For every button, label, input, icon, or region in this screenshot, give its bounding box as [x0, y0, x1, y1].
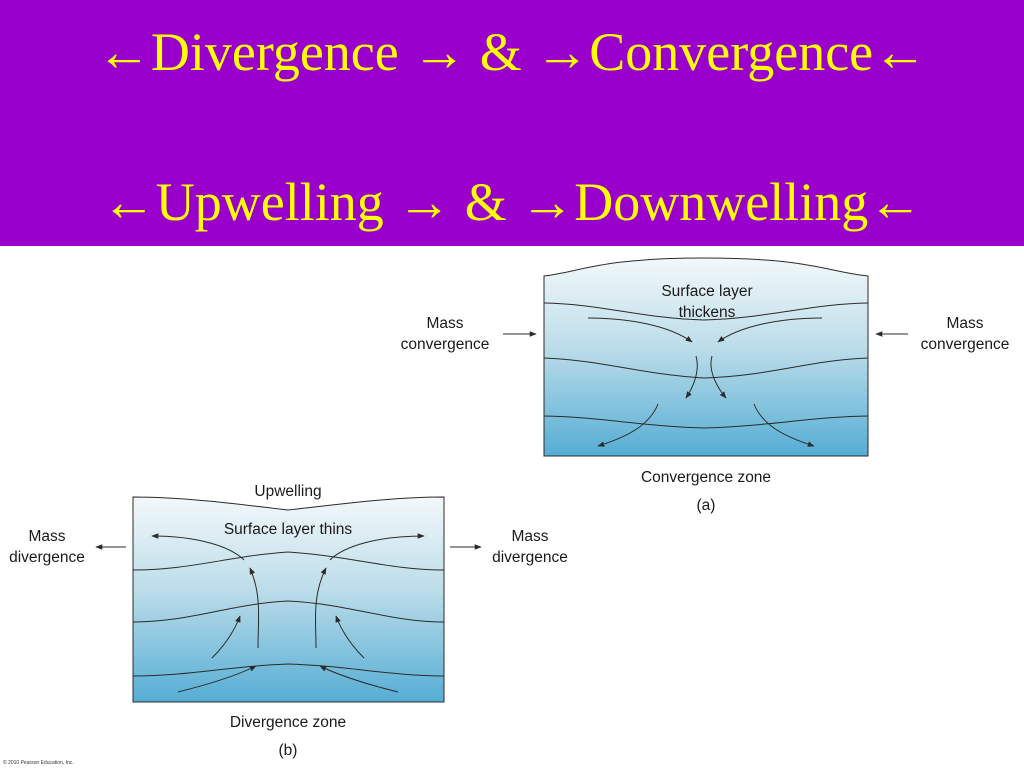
copyright-notice: © 2010 Pearson Education, Inc.: [3, 760, 74, 766]
diagram-a-flow-arrow: [710, 355, 727, 399]
title-line-divergence-convergence: ←Divergence → & →Convergence←: [96, 22, 928, 82]
diagram-b-flow-arrow: [151, 533, 245, 561]
diagram-a-water-body: [543, 257, 869, 457]
diagram-a-flow-arrow: [685, 355, 698, 399]
diagram-a-panel-label: (a): [696, 497, 716, 514]
diagram-b-layer-line: [132, 663, 445, 677]
diagram-a-right-label: Mass convergence: [920, 315, 1010, 353]
title-banner: ←Divergence → & →Convergence← ←Upwelling…: [0, 0, 1024, 246]
diagram-a-layer-line: [543, 415, 869, 429]
diagram-b-top-label: Upwelling: [254, 483, 322, 500]
diagram-b-flow-arrow: [335, 615, 365, 659]
diagram-b-flow-arrow: [319, 665, 399, 693]
diagram-b-layer-line: [132, 600, 445, 623]
diagram-a-left-label: Mass convergence: [400, 315, 490, 353]
diagram-b-layer-line: [132, 551, 445, 571]
diagram-b-flow-arrow: [211, 615, 241, 659]
diagram-a-convergence: [503, 257, 908, 457]
diagram-a-layer-line: [543, 302, 869, 321]
diagram-b-water-body: [132, 496, 445, 703]
diagram-b-left-label: Mass divergence: [9, 528, 85, 566]
diagram-b-right-label: Mass divergence: [492, 528, 568, 566]
diagram-a-flow-arrow: [587, 317, 693, 343]
diagram-b-flow-arrow: [177, 665, 257, 693]
title-line-upwelling-downwelling: ←Upwelling → & →Downwelling←: [101, 172, 923, 232]
diagram-b-divergence: [95, 496, 482, 703]
diagram-b-flow-arrow: [329, 533, 425, 561]
diagram-a-flow-arrow: [753, 403, 815, 447]
diagram-a-layer-line: [543, 357, 869, 379]
diagram-b-flow-arrow: [314, 567, 327, 649]
diagram-b-inner-label: Surface layer thins: [223, 521, 353, 538]
diagram-b-flow-arrow: [249, 567, 260, 649]
diagram-a-flow-arrow: [597, 403, 659, 447]
diagram-a-top-label: Surface layer thickens: [661, 283, 753, 321]
diagram-b-panel-label: (b): [278, 742, 298, 759]
diagram-a-flow-arrow: [717, 317, 823, 343]
diagram-b-zone-label: Divergence zone: [229, 714, 347, 731]
diagram-a-zone-label: Convergence zone: [640, 469, 772, 486]
